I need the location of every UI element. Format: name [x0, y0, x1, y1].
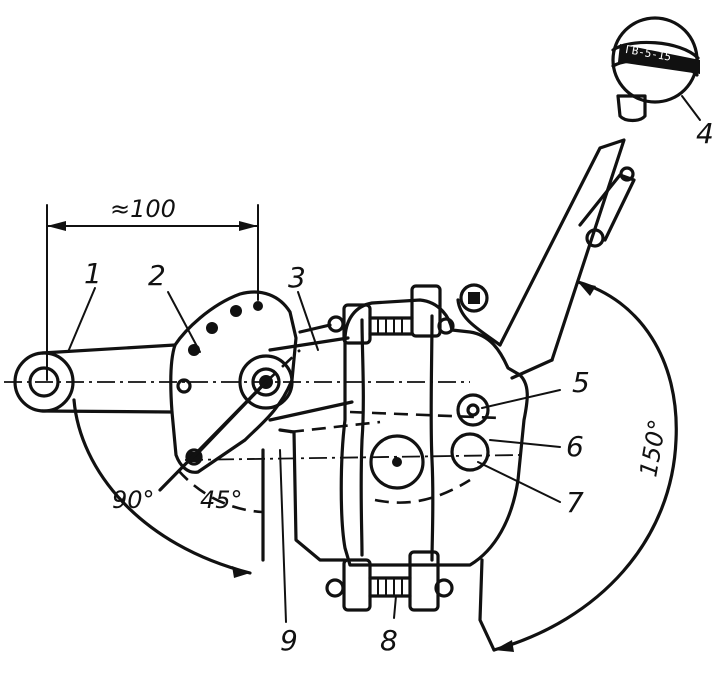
callout-1: 1 [84, 257, 102, 290]
top-bolt [342, 284, 455, 345]
angle-90: 90° [112, 486, 155, 514]
callout-3: 3 [288, 261, 306, 294]
callout-9: 9 [280, 624, 298, 657]
callout-5: 5 [572, 366, 590, 399]
knob: ГВ-5-15 [611, 16, 700, 104]
lever-arm [13, 343, 177, 414]
mount-bolt [456, 283, 502, 347]
link-rod [268, 315, 354, 422]
callout-8: 8 [380, 624, 398, 657]
holes [450, 393, 490, 472]
arc-90 [72, 398, 252, 575]
callout-6: 6 [566, 430, 584, 463]
callout-4: 4 [696, 117, 714, 150]
dimension-group: ≈100 [46, 195, 259, 381]
leader-lines [67, 95, 701, 623]
housing [289, 298, 529, 567]
detent [369, 434, 425, 490]
pivot [158, 349, 301, 492]
arc-150 [492, 280, 678, 652]
handle-lever [498, 94, 647, 380]
angle-45: 45° [200, 486, 243, 514]
callout-7: 7 [566, 486, 584, 519]
bottom-bolt [325, 550, 454, 612]
dimension-label: ≈100 [110, 195, 176, 223]
callout-2: 2 [148, 259, 166, 292]
angle-150: 150° [634, 417, 672, 479]
